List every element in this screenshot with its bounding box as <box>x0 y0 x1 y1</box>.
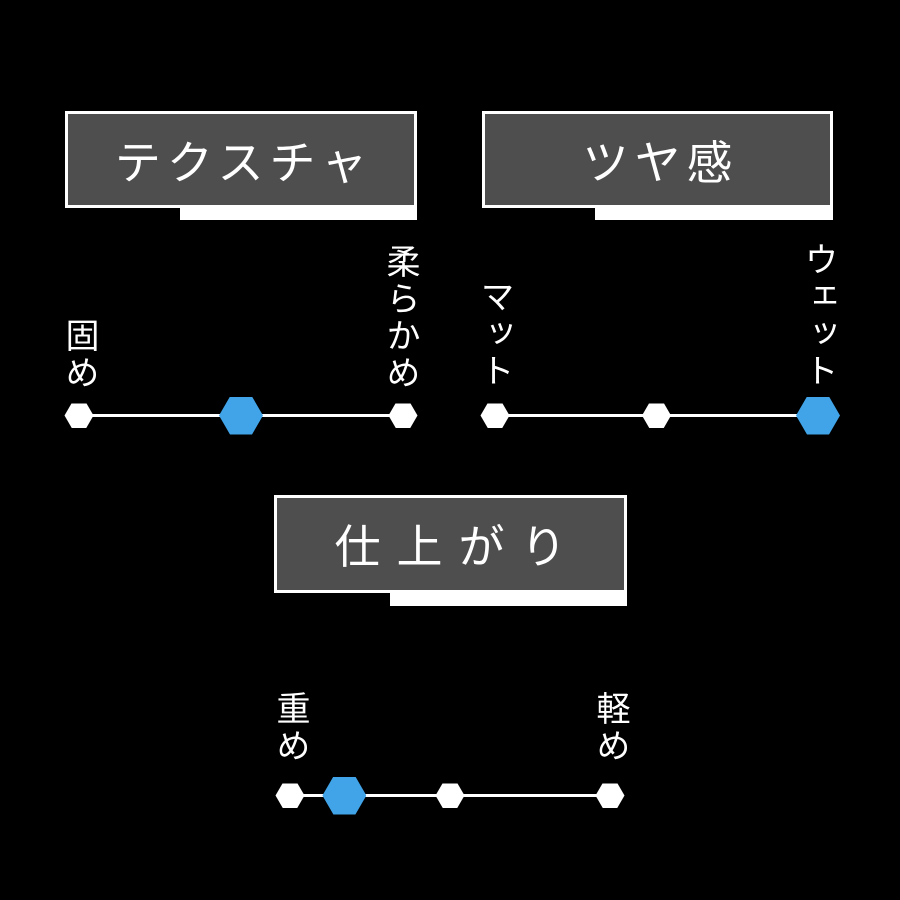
finish-title-underline <box>390 592 627 606</box>
gloss-min-label: マット <box>474 279 514 390</box>
anchor-hexagon <box>388 403 418 428</box>
anchor-hexagon <box>642 403 671 428</box>
value-marker-hexagon <box>219 396 263 435</box>
texture-title: テクスチャ <box>114 135 374 190</box>
finish-min-label: 重め <box>270 691 310 765</box>
value-marker-hexagon <box>796 396 840 435</box>
anchor-hexagon <box>480 403 510 428</box>
anchor-hexagon <box>64 403 94 428</box>
finish-max-label: 軽め <box>590 691 630 765</box>
texture-scale-track <box>64 396 418 435</box>
finish-scale-track <box>275 776 625 815</box>
value-marker-hexagon <box>322 776 367 815</box>
anchor-hexagon <box>595 783 625 808</box>
anchor-hexagon <box>275 783 305 808</box>
texture-title-box: テクスチャ <box>65 111 417 208</box>
gloss-title-underline <box>595 206 833 220</box>
finish-title-box: 仕上がり <box>274 495 627 593</box>
anchor-hexagon <box>435 783 465 808</box>
gloss-scale-track <box>480 396 840 435</box>
texture-max-label: 柔らかめ <box>380 244 420 392</box>
gloss-title: ツヤ感 <box>582 135 739 190</box>
gloss-max-label: ウェット <box>798 242 838 390</box>
finish-title: 仕上がり <box>334 520 583 574</box>
texture-title-underline <box>180 206 417 220</box>
gloss-title-box: ツヤ感 <box>482 111 833 208</box>
texture-min-label: 固め <box>59 318 99 392</box>
